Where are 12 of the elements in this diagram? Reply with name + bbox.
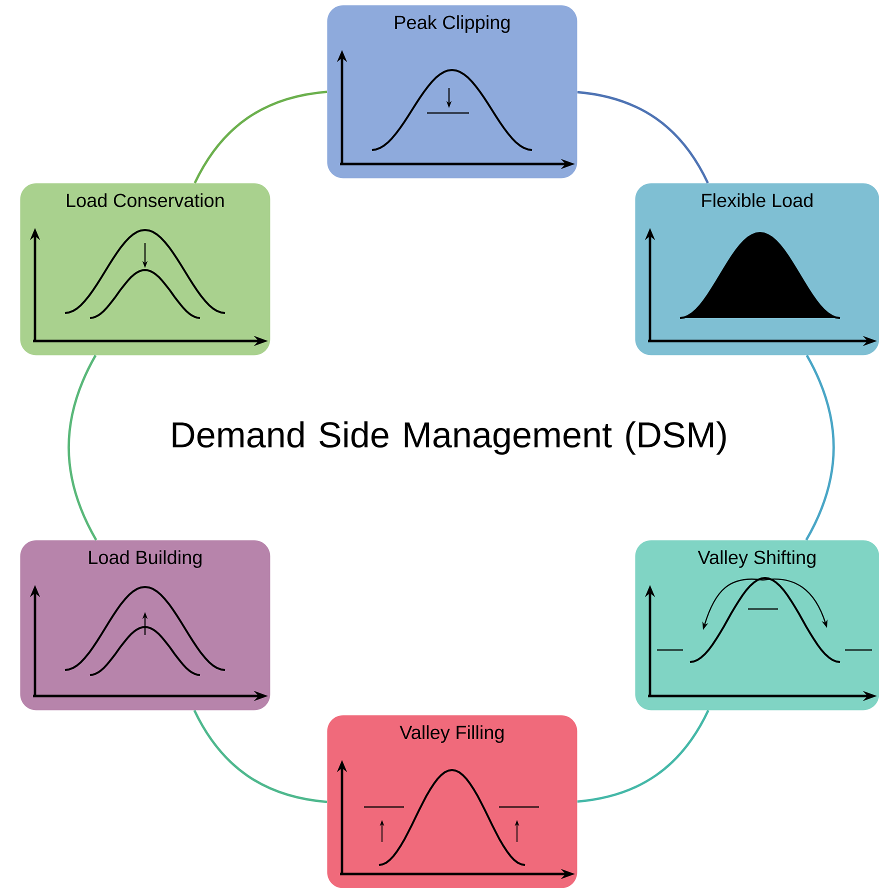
strategy-box: Load Conservation (20, 183, 270, 356)
strategy-box: Load Building (20, 540, 270, 710)
connector-arc (577, 710, 710, 803)
connector-arc (193, 710, 328, 804)
strategy-box: Valley Shifting (635, 540, 879, 710)
connector-arc (194, 90, 328, 184)
connector-arc (577, 90, 709, 184)
diagram-title: Demand Side Management (DSM) (172, 421, 726, 455)
connector-arc (805, 354, 835, 541)
strategy-box: Peak Clipping (327, 5, 578, 178)
connector-arc (68, 354, 98, 541)
strategy-box: Valley Filling (327, 715, 578, 888)
